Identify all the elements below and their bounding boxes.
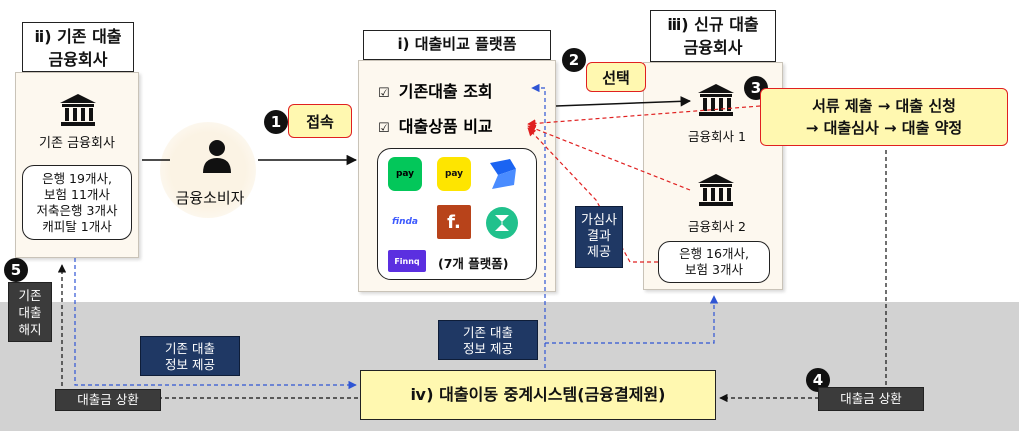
platform-item2-label: 대출상품 비교 [398,117,493,136]
relay-system-bar: ⅳ) 대출이동 중계시스템(금융결제원) [360,370,716,420]
step-1-callout: 접속 [288,104,352,138]
platform-count-label: (7개 플랫폼) [438,256,509,271]
new-stats-box: 은행 16개사, 보험 3개사 [658,241,770,283]
repay-right-label: 대출금 상환 [818,387,924,411]
fint-logo-icon: f. [437,205,471,239]
finnq-logo-icon: Finnq [388,250,426,272]
step-3-line1: 서류 제출 → 대출 신청 [812,97,956,115]
finnq-logo-text: Finnq [394,256,420,266]
step-2-badge: 2 [562,48,586,72]
termination-line: 대출 [18,305,42,320]
new-stat: 보험 3개사 [685,262,743,277]
repay-left-label: 대출금 상환 [55,389,161,411]
step-2-callout: 선택 [586,62,646,92]
info-left-line: 기존 대출 [165,341,215,356]
credit-check-line: 제공 [587,245,611,260]
termination-line: 기존 [18,288,42,303]
termination-line: 해지 [18,322,42,337]
existing-stat: 저축은행 3개사 [36,203,118,218]
platform-title: ⅰ) 대출비교 플랫폼 [363,30,551,60]
platform-item1-label: 기존대출 조회 [398,82,493,101]
loan-termination-label: 기존 대출 해지 [8,282,52,342]
info-provide-left-label: 기존 대출 정보 제공 [140,336,240,376]
new-bank2-label: 금융회사 2 [688,219,746,234]
bank-icon [696,172,736,208]
new-lender-title: ⅲ) 신규 대출 금융회사 [650,10,776,62]
kakaopay-logo-text: pay [444,169,464,179]
platform-item-product-compare: ☑ 대출상품 비교 [378,113,548,137]
existing-title-line1: ⅱ) 기존 대출 [34,27,122,46]
existing-lender-title: ⅱ) 기존 대출 금융회사 [22,22,134,72]
step-3-line2: → 대출심사 → 대출 약정 [805,119,963,137]
credit-check-line: 결과 [587,229,611,244]
info-left-line: 정보 제공 [165,357,215,372]
checkbox-icon: ☑ [378,86,390,101]
person-icon [202,138,232,174]
existing-stat: 보험 11개사 [44,187,110,202]
existing-bank-label: 기존 금융회사 [39,136,115,151]
step-1-badge: 1 [264,110,288,134]
existing-stat: 은행 19개사, [42,171,112,186]
existing-title-line2: 금융회사 [48,50,108,69]
finda-logo-icon: finda [388,205,422,239]
new-stat: 은행 16개사, [679,246,749,261]
info-provide-right-label: 기존 대출 정보 제공 [438,320,538,360]
step-5-badge: 5 [4,258,28,282]
step-3-callout: 서류 제출 → 대출 신청 → 대출심사 → 대출 약정 [760,88,1008,146]
platform-item-existing-lookup: ☑ 기존대출 조회 [378,78,548,102]
checkbox-icon: ☑ [378,121,390,136]
consumer-label: 금융소비자 [175,189,245,207]
credit-check-line: 가심사 [581,213,617,228]
bank-icon [696,82,736,118]
kakaopay-logo-icon: pay [437,157,471,191]
toss-logo-icon [484,155,522,193]
new-title-line1: ⅲ) 신규 대출 [667,15,759,34]
existing-stats-box: 은행 19개사, 보험 11개사 저축은행 3개사 캐피탈 1개사 [22,165,132,240]
existing-stat: 캐피탈 1개사 [42,219,112,234]
banksalad-logo-icon [485,206,519,240]
naverpay-logo-text: pay [395,169,415,179]
finda-logo-text: finda [391,217,418,227]
new-bank1-label: 금융회사 1 [688,129,746,144]
new-title-line2: 금융회사 [683,38,743,57]
bank-icon [58,92,98,128]
info-right-line: 기존 대출 [463,325,513,340]
info-right-line: 정보 제공 [463,341,513,356]
credit-check-result-label: 가심사 결과 제공 [575,206,623,268]
fint-logo-text: f. [447,211,461,233]
naverpay-logo-icon: pay [388,157,422,191]
